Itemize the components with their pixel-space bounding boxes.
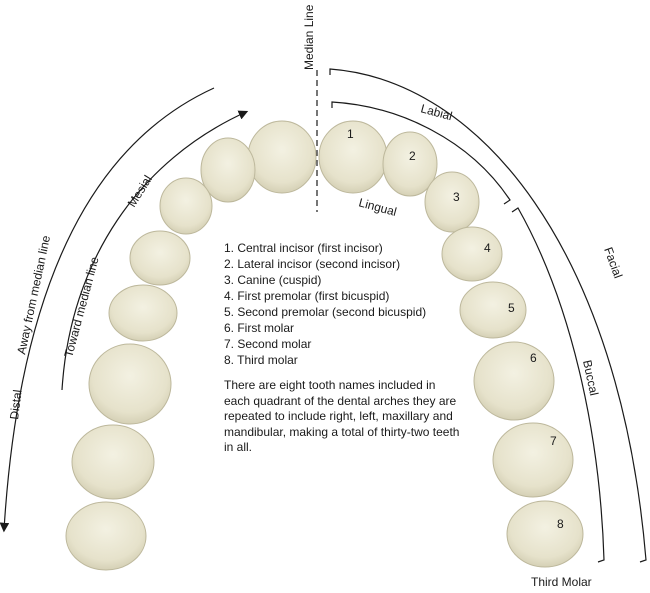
tooth-left-first-premolar <box>129 230 191 286</box>
tooth-left-central-incisor <box>247 120 317 194</box>
labial-label: Labial <box>419 101 454 123</box>
buccal-label: Buccal <box>580 359 601 397</box>
tooth-number-3: 3 <box>453 190 460 204</box>
distal-label: Distal <box>7 389 25 420</box>
tooth-left-third-molar <box>65 501 147 571</box>
median-line-label: Median Line <box>302 4 316 70</box>
facial-label: Facial <box>601 245 625 280</box>
toward-median-label: Toward median line <box>61 255 101 359</box>
tooth-right-canine <box>424 171 480 233</box>
third-molar-label: Third Molar <box>531 575 592 589</box>
tooth-number-1: 1 <box>347 127 354 141</box>
away-median-arrow <box>0 87 215 533</box>
teeth <box>65 120 584 571</box>
tooth-right-first-premolar <box>441 226 503 282</box>
legend-item: 5. Second premolar (second bicuspid) <box>224 305 427 319</box>
facial-bracket <box>329 68 647 563</box>
tooth-right-first-molar <box>473 341 555 421</box>
tooth-number-8: 8 <box>557 517 564 531</box>
tooth-number-2: 2 <box>409 149 416 163</box>
tooth-right-second-molar <box>492 422 574 498</box>
legend-item: 6. First molar <box>224 321 295 335</box>
lingual-label: Lingual <box>357 195 398 219</box>
mesial-label: Mesial <box>125 173 155 210</box>
legend-item: 1. Central incisor (first incisor) <box>224 241 383 255</box>
tooth-number-6: 6 <box>530 351 537 365</box>
tooth-left-second-premolar <box>108 284 178 342</box>
away-median-label: Away from median line <box>14 234 53 356</box>
legend-item: 8. Third molar <box>224 353 298 367</box>
tooth-left-second-molar <box>71 424 155 500</box>
tooth-left-first-molar <box>88 343 172 425</box>
tooth-right-third-molar <box>506 500 584 568</box>
tooth-left-lateral-incisor <box>200 137 256 203</box>
tooth-number-4: 4 <box>484 241 491 255</box>
labial-bracket <box>331 101 511 205</box>
tooth-legend: 1. Central incisor (first incisor) 2. La… <box>224 240 454 368</box>
legend-item: 4. First premolar (first bicuspid) <box>224 289 390 303</box>
tooth-count-note: There are eight tooth names included in … <box>224 378 460 454</box>
tooth-right-second-premolar <box>459 281 527 339</box>
buccal-bracket <box>511 207 605 563</box>
tooth-number-5: 5 <box>508 301 515 315</box>
legend-item: 3. Canine (cuspid) <box>224 273 322 287</box>
tooth-number-7: 7 <box>550 434 557 448</box>
toward-median-arrow <box>61 110 249 391</box>
legend-item: 2. Lateral incisor (second incisor) <box>224 257 401 271</box>
legend-item: 7. Second molar <box>224 337 312 351</box>
tooth-left-canine <box>159 177 213 235</box>
tooth-right-lateral-incisor <box>382 131 438 197</box>
